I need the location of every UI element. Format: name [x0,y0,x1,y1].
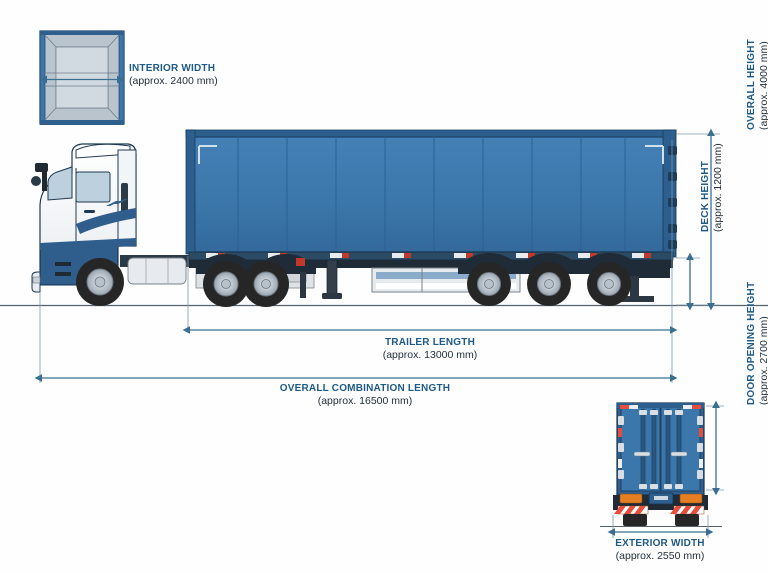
label-interior-width: INTERIOR WIDTH (approx. 2400 mm) [129,63,218,88]
deck-height-sub: (approx. 1200 mm) [712,143,724,232]
wheels-graphic [76,258,631,307]
deck-height-title: DECK HEIGHT [700,160,711,232]
door-lock-bars [633,408,688,490]
interior-front-view-graphic [39,30,125,125]
door-opening-height-sub: (approx. 2700 mm) [758,316,768,405]
overall-height-sub: (approx. 4000 mm) [758,41,768,130]
door-opening-height-title: DOOR OPENING HEIGHT [746,281,757,405]
trailer-length-sub: (approx. 13000 mm) [382,349,478,361]
trailer-length-title: TRAILER LENGTH [384,337,476,348]
interior-width-title: INTERIOR WIDTH [129,63,216,74]
side-marker-lamps [206,253,651,258]
label-trailer-length: TRAILER LENGTH (approx. 13000 mm) [330,337,530,362]
overall-combination-length-title: OVERALL COMBINATION LENGTH [279,383,451,394]
interior-width-sub: (approx. 2400 mm) [129,75,218,87]
trailer-box-graphic [185,129,677,261]
label-overall-combination-length: OVERALL COMBINATION LENGTH (approx. 1650… [245,383,485,408]
exterior-width-title: EXTERIOR WIDTH [615,538,705,549]
door-hinges [618,416,703,479]
overall-height-title: OVERALL HEIGHT [746,39,757,130]
overall-combination-length-sub: (approx. 16500 mm) [317,395,413,407]
conspicuity-strips [618,405,703,468]
label-exterior-width: EXTERIOR WIDTH (approx. 2550 mm) [590,538,730,563]
rear-elevation-graphic [600,402,722,528]
exterior-width-sub: (approx. 2550 mm) [615,550,705,562]
